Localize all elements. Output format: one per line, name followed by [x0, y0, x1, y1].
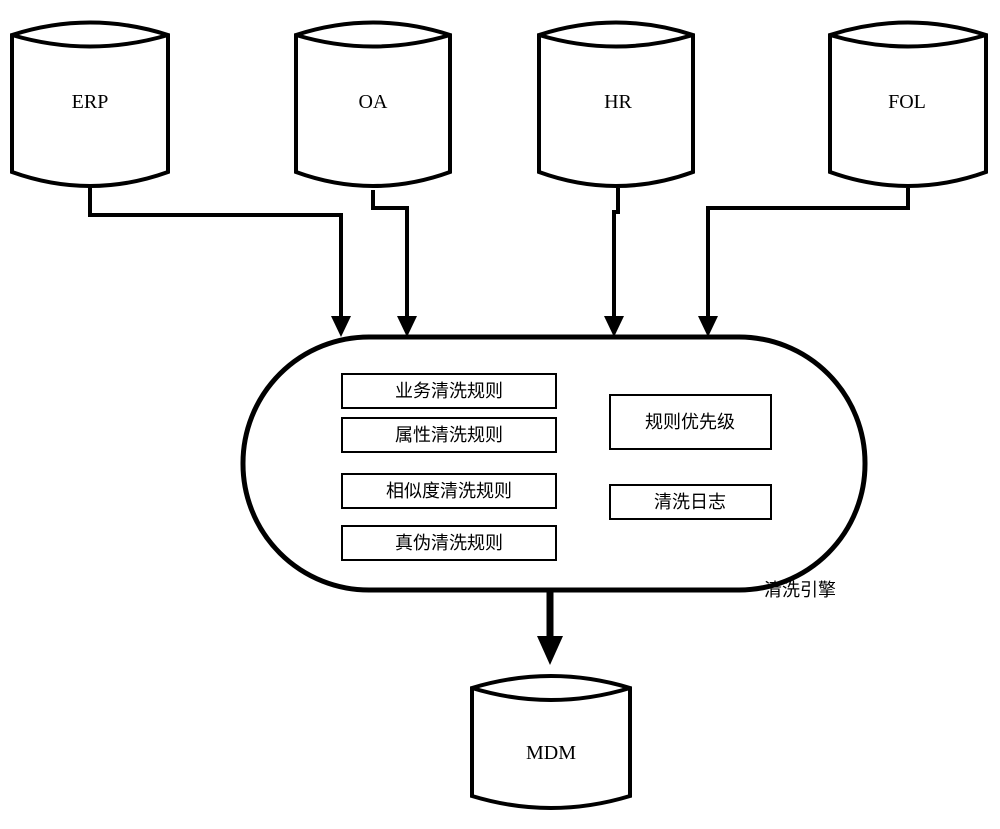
database-erp: ERP [10, 20, 170, 188]
rule-box-business [341, 373, 557, 409]
rule-label-business: 业务清洗规则 [395, 381, 503, 402]
rule-label-similarity: 相似度清洗规则 [386, 481, 512, 502]
arrowhead-fol [698, 316, 718, 337]
rule-priority-box [609, 394, 772, 450]
connector-hr [612, 188, 620, 318]
connector-oa [371, 190, 409, 318]
rule-priority-label: 规则优先级 [645, 412, 735, 433]
rule-box-similarity [341, 473, 557, 509]
database-fol-label: FOL [888, 91, 926, 113]
database-fol: FOL [828, 20, 988, 188]
database-mdm: MDM [470, 674, 632, 810]
arrowhead-hr [604, 316, 624, 337]
cleansing-log-box [609, 484, 772, 520]
arrowhead-erp [331, 316, 351, 337]
rule-box-authenticity [341, 525, 557, 561]
connector-fol [706, 188, 910, 318]
connector-erp [88, 185, 343, 318]
rule-box-attribute [341, 417, 557, 453]
database-hr-label: HR [604, 91, 632, 113]
database-mdm-label: MDM [526, 742, 576, 764]
database-oa: OA [294, 20, 452, 188]
database-erp-label: ERP [72, 91, 109, 113]
engine-caption: 清洗引擎 [764, 580, 836, 601]
connectors [88, 185, 910, 640]
cleansing-engine: 业务清洗规则 属性清洗规则 相似度清洗规则 真伪清洗规则 规则优先级 清洗日志 [240, 334, 868, 593]
database-oa-label: OA [359, 91, 388, 113]
arrowhead-mdm [537, 636, 563, 665]
arrowhead-oa [397, 316, 417, 337]
rule-label-authenticity: 真伪清洗规则 [395, 533, 503, 554]
database-hr: HR [537, 20, 695, 188]
cleansing-log-label: 清洗日志 [654, 492, 726, 513]
arrowheads [331, 316, 718, 665]
rule-label-attribute: 属性清洗规则 [395, 425, 503, 446]
